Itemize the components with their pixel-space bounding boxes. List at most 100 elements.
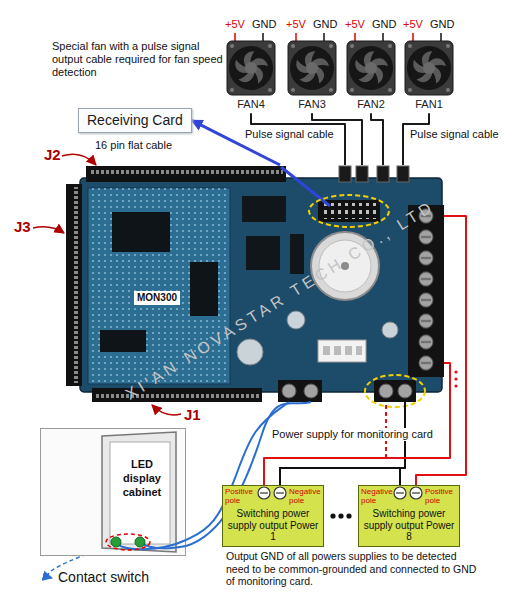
- highlight-ellipse: [365, 375, 425, 407]
- monitoring-card: MON300: [72, 165, 444, 402]
- connector-pointer: [152, 405, 181, 415]
- continuation-dot: [454, 384, 457, 387]
- flat-cable-run: [281, 167, 330, 206]
- pin-name: GND: [372, 18, 396, 31]
- fan-hole: [268, 88, 272, 92]
- fan-blades: [352, 49, 388, 86]
- cable-connector: [264, 363, 450, 485]
- pole-name: Negative pole: [361, 488, 395, 506]
- fan-hole: [329, 44, 333, 48]
- monitoring-card-picture: [66, 166, 444, 407]
- cable-connector: [192, 120, 280, 165]
- capacitor: [382, 322, 398, 338]
- fan-hole: [388, 44, 392, 48]
- pole-mark: [260, 492, 268, 493]
- fan-hole: [408, 44, 412, 48]
- continuation-dot: [454, 377, 457, 380]
- fan-opening: [349, 46, 393, 90]
- chip: [246, 236, 280, 270]
- fan-hole: [350, 44, 354, 48]
- fan-hub: [245, 62, 257, 74]
- power-supply-box: Positive poleNegative poleSwitching powe…: [222, 485, 324, 547]
- fan-hub: [306, 62, 318, 74]
- j3-connector: [66, 184, 82, 386]
- highlight-ellipse: [309, 195, 389, 227]
- fan-name: FAN2: [346, 98, 396, 111]
- cable-name: Pulse signal cable: [245, 128, 334, 141]
- fan-name: FAN4: [226, 98, 276, 111]
- contact-switch-dot: [135, 537, 145, 547]
- fan-opening: [290, 46, 334, 90]
- molex-hole: [323, 346, 330, 355]
- terminal-screws: [408, 206, 444, 374]
- cooling-fan: FAN2: [346, 40, 396, 113]
- fan-connector: [377, 166, 389, 182]
- connector-name: J2: [44, 146, 61, 164]
- fan-hole: [408, 88, 412, 92]
- pin-name: +5V: [345, 18, 365, 31]
- part-name: Contact switch: [58, 569, 149, 586]
- pole-name: Positive pole: [225, 488, 259, 506]
- pole-terminal: [394, 487, 406, 499]
- pin-name: GND: [313, 18, 337, 31]
- fan-connector: [397, 166, 409, 182]
- pole-mark: [412, 492, 420, 493]
- pole-terminal: [258, 487, 270, 499]
- cable-connector: [371, 113, 383, 165]
- fan-hole: [291, 44, 295, 48]
- fan-frame: [288, 41, 336, 95]
- continuation-dot: [454, 370, 457, 373]
- capacitor: [237, 339, 263, 365]
- pole-mark: [396, 492, 404, 493]
- ellipsis-dot: [338, 513, 343, 518]
- cable-connector: [416, 216, 466, 485]
- connector-pointer: [33, 227, 64, 233]
- j1-pins: [95, 391, 259, 399]
- fan-hole: [446, 44, 450, 48]
- fan-blades: [293, 49, 329, 86]
- switch-wire: [116, 540, 186, 549]
- chip: [242, 196, 286, 222]
- j1-connector: [92, 388, 262, 402]
- switch-terminal: [278, 380, 322, 402]
- cabinet-outline: [41, 429, 186, 556]
- chip: [112, 212, 170, 252]
- cabinet-panel: [110, 442, 170, 544]
- chip: [100, 330, 146, 352]
- molex-hole: [356, 346, 362, 355]
- pole-name: Negative pole: [289, 488, 322, 506]
- pole-terminal: [410, 487, 422, 499]
- cabinet-door: [102, 432, 176, 552]
- molex-connector: [318, 340, 366, 362]
- ellipsis-dot: [330, 513, 335, 518]
- connector-pointer: [62, 154, 96, 165]
- fan-blades: [410, 49, 446, 86]
- pin-name: +5V: [225, 18, 245, 31]
- capacitor: [287, 311, 305, 329]
- fan-blades: [232, 49, 268, 86]
- pin-name: +5V: [403, 18, 423, 31]
- fan-hole: [230, 44, 234, 48]
- fan-hub: [423, 62, 435, 74]
- terminal-block: [408, 205, 444, 377]
- connector-name: J3: [14, 218, 31, 236]
- fan-hub: [365, 62, 377, 74]
- j2-pins: [89, 170, 283, 178]
- pole-name: Positive pole: [425, 488, 458, 506]
- terminal-screw: [304, 384, 318, 398]
- chip: [290, 234, 304, 274]
- contact-switch-dot: [111, 537, 121, 547]
- terminal-screw: [379, 384, 393, 398]
- fan-hole: [268, 44, 272, 48]
- fan-hole: [230, 88, 234, 92]
- box-label: Receiving Card: [87, 112, 183, 129]
- fan-hole: [329, 88, 333, 92]
- fan-icon: [226, 40, 276, 96]
- connector-name: J1: [184, 406, 201, 424]
- fan-name: FAN1: [404, 98, 454, 111]
- led-display-cabinet: LED display cabinet: [40, 428, 186, 556]
- pole-mark: [276, 492, 284, 493]
- cooling-fan: FAN3: [287, 40, 337, 113]
- wire-note: Power supply for monitoring card: [270, 428, 435, 441]
- fan-connector: [339, 166, 351, 182]
